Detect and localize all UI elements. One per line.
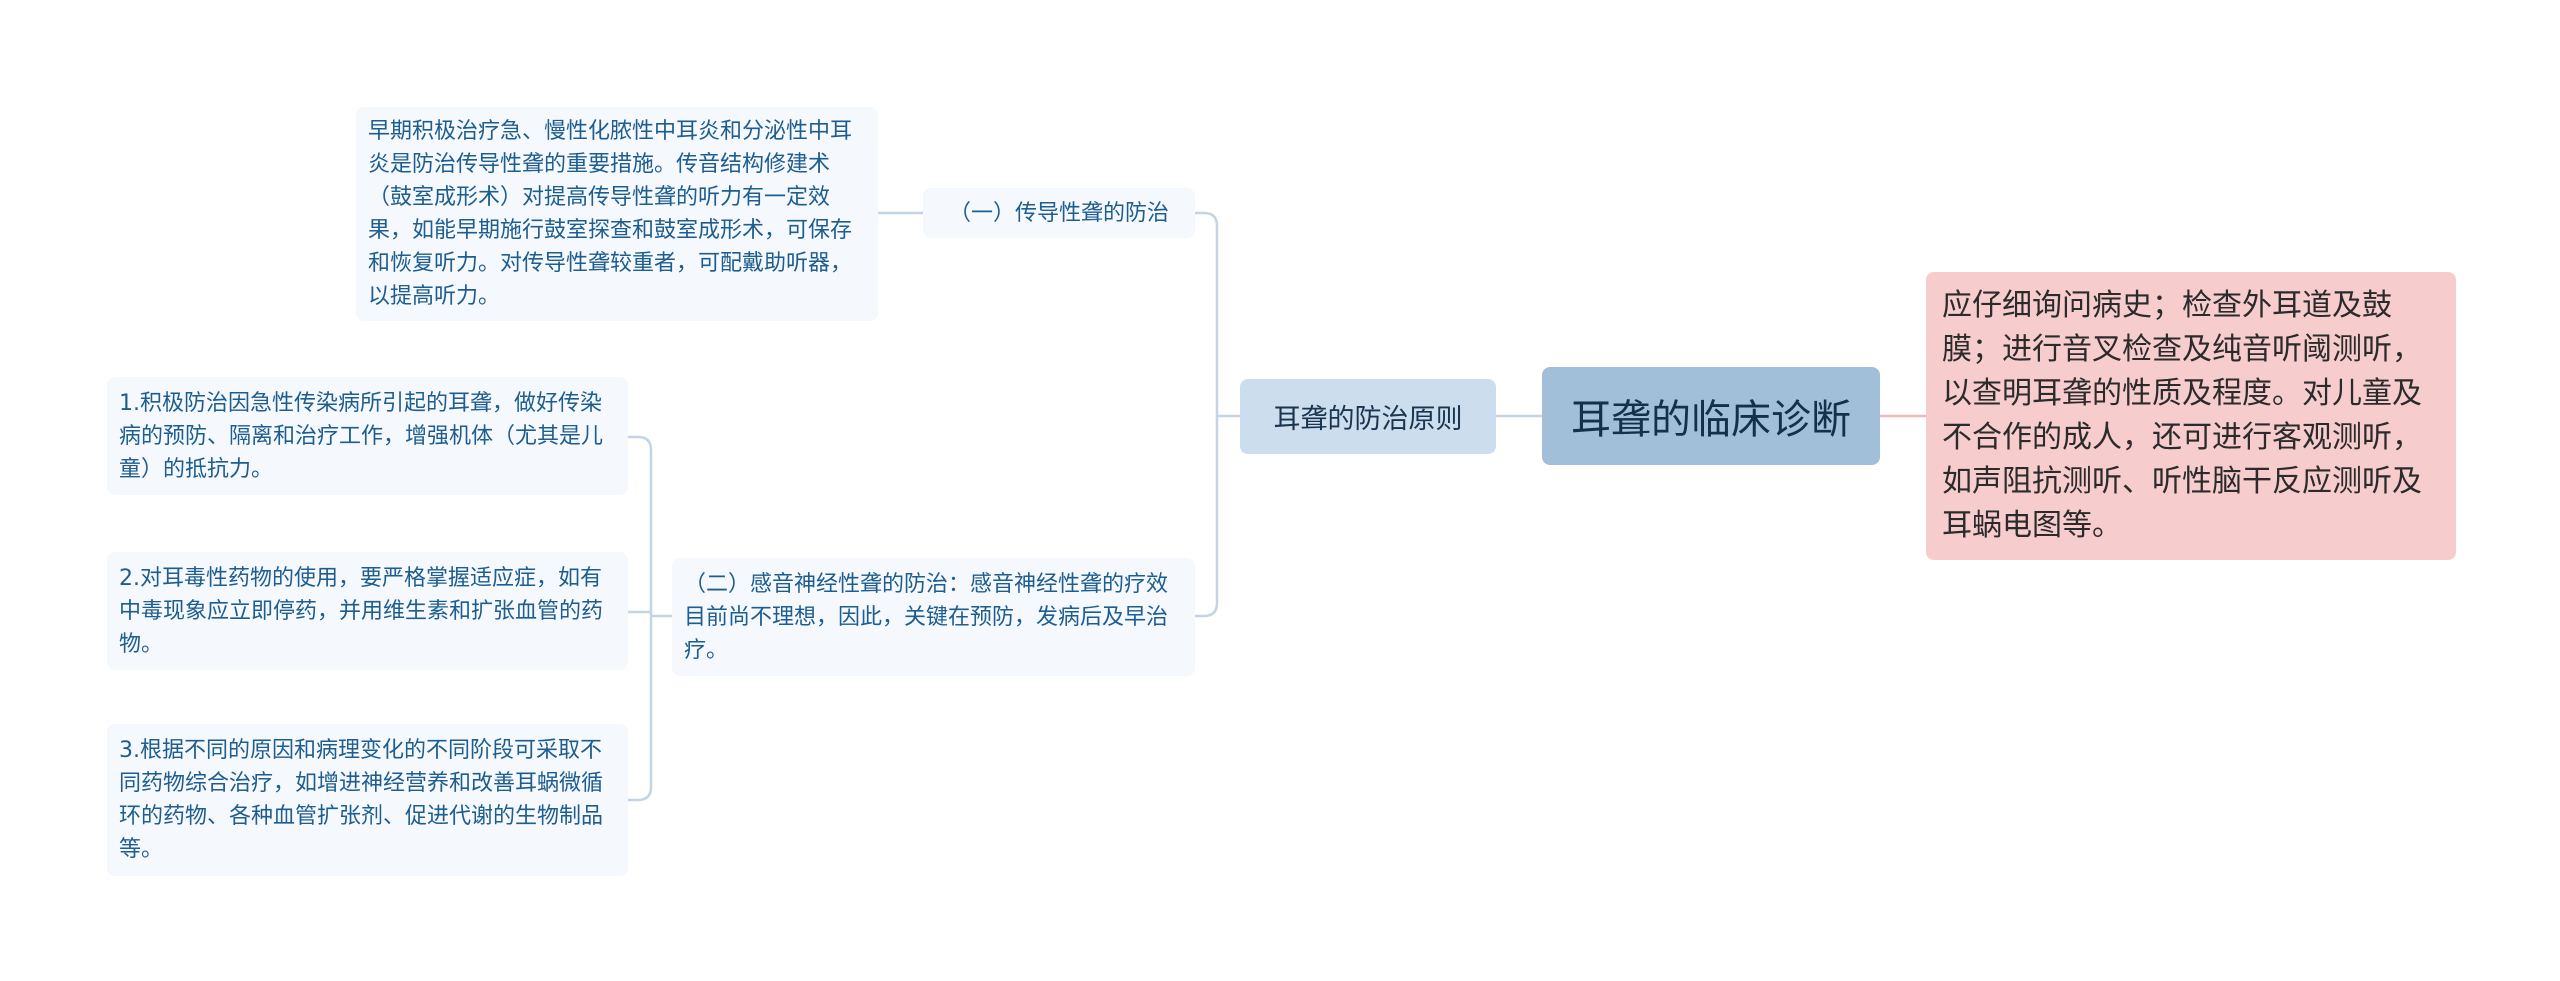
link-sensorineural-item-1 — [628, 435, 653, 616]
link-sensorineural-item-3 — [628, 616, 653, 802]
branch-title: 耳聋的防治原则 — [1273, 404, 1463, 435]
link-branch-conductive — [1195, 211, 1240, 418]
sensorineural-item-1-text: 1.积极防治因急性传染病所引起的耳聋，做好传染病的预防、隔离和治疗工作，增强机体… — [119, 390, 604, 482]
conductive-hearing-loss-node[interactable]: （一）传导性聋的防治 — [923, 188, 1195, 238]
sensorineural-item-2[interactable]: 2.对耳毒性药物的使用，要严格掌握适应症，如有中毒现象应立即停药，并用维生素和扩… — [107, 552, 628, 670]
sensorineural-item-3[interactable]: 3.根据不同的原因和病理变化的不同阶段可采取不同药物综合治疗，如增进神经营养和改… — [107, 724, 628, 876]
root-node[interactable]: 耳聋的临床诊断 — [1542, 367, 1880, 465]
branch-prevention-principles[interactable]: 耳聋的防治原则 — [1240, 379, 1496, 454]
root-title: 耳聋的临床诊断 — [1571, 397, 1851, 443]
sensorineural-item-1[interactable]: 1.积极防治因急性传染病所引起的耳聋，做好传染病的预防、隔离和治疗工作，增强机体… — [107, 377, 628, 495]
sensorineural-title: （二）感音神经性聋的防治：感音神经性聋的疗效目前尚不理想，因此，关键在预防，发病… — [684, 571, 1169, 663]
link-branch-sensorineural — [1195, 416, 1219, 618]
conductive-title: （一）传导性聋的防治 — [948, 200, 1169, 226]
conductive-detail[interactable]: 早期积极治疗急、慢性化脓性中耳炎和分泌性中耳炎是防治传导性聋的重要措施。传音结构… — [356, 107, 878, 321]
sensorineural-item-3-text: 3.根据不同的原因和病理变化的不同阶段可采取不同药物综合治疗，如增进神经营养和改… — [119, 738, 604, 862]
conductive-detail-text: 早期积极治疗急、慢性化脓性中耳炎和分泌性中耳炎是防治传导性聋的重要措施。传音结构… — [368, 119, 853, 309]
diagnosis-note[interactable]: 应仔细询问病史；检查外耳道及鼓膜；进行音叉检查及纯音听阈测听，以查明耳聋的性质及… — [1926, 272, 2456, 560]
sensorineural-hearing-loss-node[interactable]: （二）感音神经性聋的防治：感音神经性聋的疗效目前尚不理想，因此，关键在预防，发病… — [672, 558, 1195, 676]
diagnosis-note-text: 应仔细询问病史；检查外耳道及鼓膜；进行音叉检查及纯音听阈测听，以查明耳聋的性质及… — [1942, 288, 2422, 543]
sensorineural-item-2-text: 2.对耳毒性药物的使用，要严格掌握适应症，如有中毒现象应立即停药，并用维生素和扩… — [119, 565, 604, 657]
